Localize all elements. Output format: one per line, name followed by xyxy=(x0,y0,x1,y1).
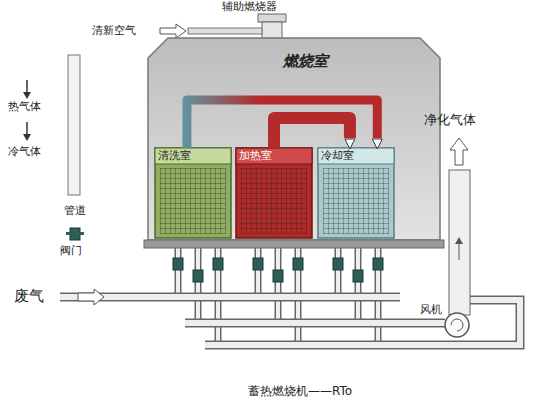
chamber-label: 清洗室 xyxy=(158,149,191,162)
legend-text: 冷气体 xyxy=(8,145,41,158)
fan-symbol xyxy=(445,313,469,337)
chamber-label: 冷却室 xyxy=(321,149,354,162)
ceramic-bed xyxy=(241,168,307,234)
regenerator-chamber: 冷却室 xyxy=(318,148,394,238)
combustion-housing: 燃烧室清洗室 加热室 冷却室 xyxy=(148,38,440,248)
valves xyxy=(173,258,383,282)
chamber-header xyxy=(318,148,394,164)
chamber-body xyxy=(318,148,394,238)
outlet-label: 净化气体 xyxy=(424,112,476,128)
fan-label: 风机 xyxy=(420,303,442,316)
chamber-header xyxy=(236,148,312,164)
purified-gas-arrow xyxy=(450,138,468,165)
ceramic-bed xyxy=(323,168,389,234)
chamber-title: 燃烧室 xyxy=(283,52,328,70)
caption: 蓄热燃烧机——RTo xyxy=(150,384,450,398)
legend-text: 阀门 xyxy=(60,244,82,257)
base-plate xyxy=(144,240,444,248)
regenerator-chamber: 清洗室 xyxy=(155,148,231,238)
inlet-label: 废气 xyxy=(14,287,44,305)
housing-shape xyxy=(148,38,440,240)
chamber-header xyxy=(155,148,231,164)
regenerator-chamber: 加热室 xyxy=(236,148,312,238)
chamber-body xyxy=(155,148,231,238)
exhaust-stack xyxy=(449,170,470,315)
burner-label: 辅助燃烧器 xyxy=(222,0,277,13)
ceramic-bed xyxy=(160,168,226,234)
fresh-air-arrow xyxy=(160,24,262,38)
chamber-label: 加热室 xyxy=(239,149,272,162)
waste-gas-arrow xyxy=(78,289,104,305)
chamber-body xyxy=(236,148,312,238)
legend-text: 热气体 xyxy=(8,100,41,113)
legend-text: 管道 xyxy=(64,204,86,217)
fresh-air-label: 清新空气 xyxy=(92,24,136,37)
